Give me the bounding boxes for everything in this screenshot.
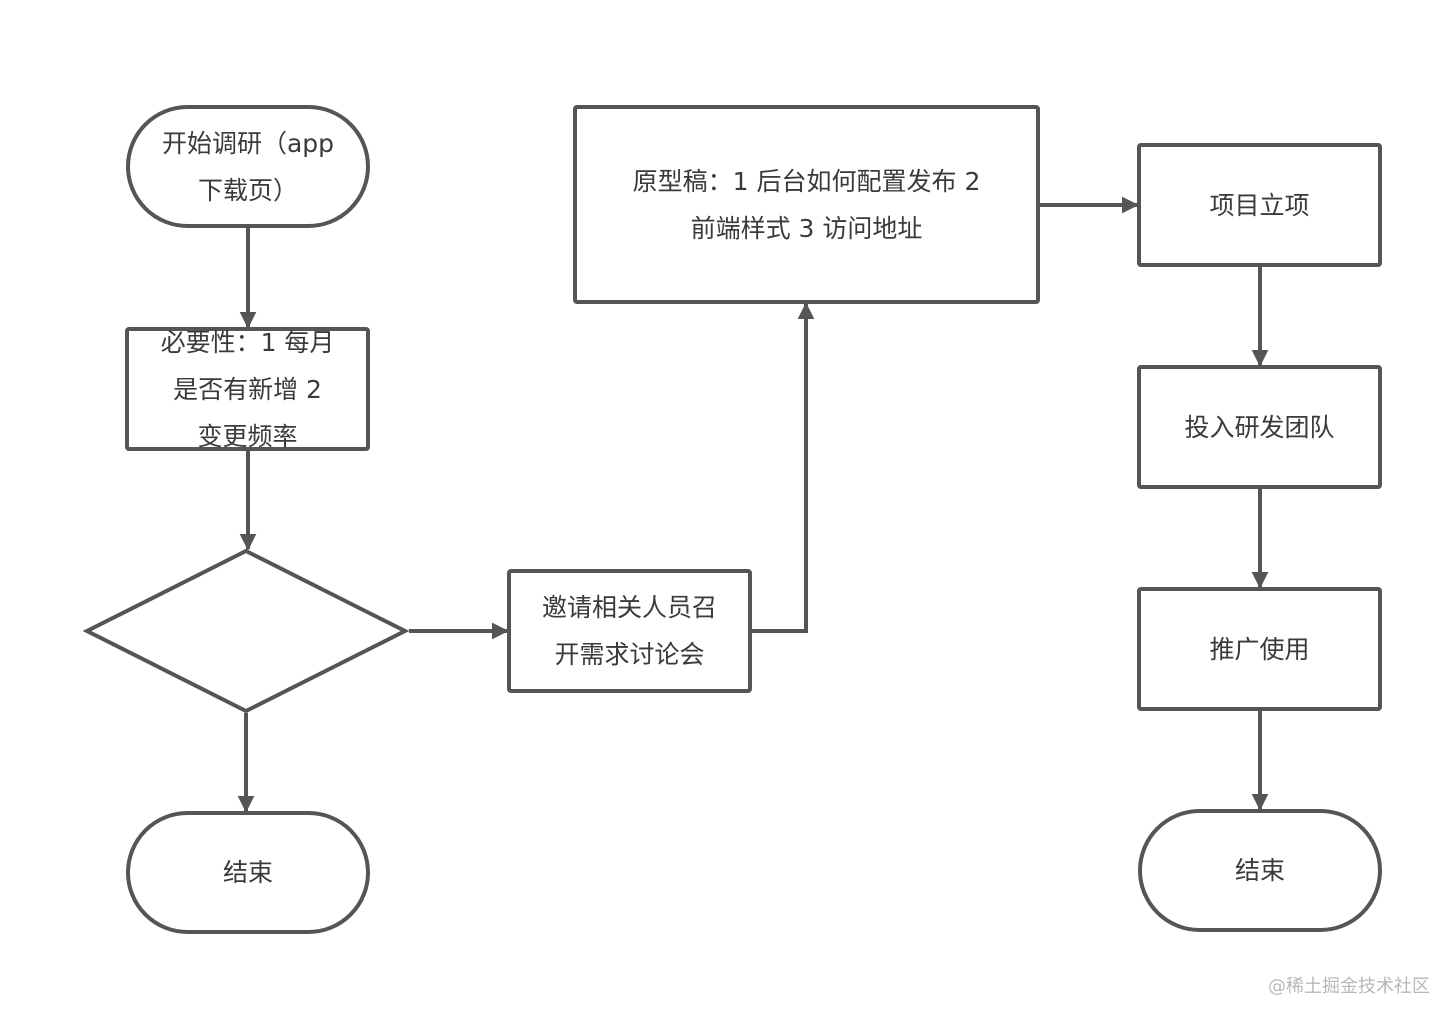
node-meeting-process[interactable] — [507, 569, 752, 693]
necessity-label: 必要性：1 每月 是否有新增 2 变更频率 — [160, 327, 335, 451]
node-prototype-process[interactable] — [573, 105, 1040, 304]
edge-meeting-to-prototype — [752, 302, 815, 633]
watermark: @稀土掘金技术社区 — [1268, 976, 1430, 997]
project-setup-label: 项目立项 — [1209, 190, 1310, 220]
end-left-label: 结束 — [222, 858, 273, 887]
prototype-label: 原型稿：1 后台如何配置发布 2 前端样式 3 访问地址 — [632, 166, 981, 243]
promote-label: 推广使用 — [1209, 634, 1310, 664]
start-label: 开始调研（app 下载页） — [161, 128, 335, 205]
node-start-terminator[interactable] — [126, 105, 370, 228]
node-necessity-process[interactable] — [125, 327, 370, 451]
end-right-label: 结束 — [1234, 856, 1285, 885]
node-decision-diamond[interactable] — [82, 548, 410, 714]
meeting-label: 邀请相关人员召 开需求讨论会 — [541, 593, 717, 669]
node-promote-process[interactable] — [1137, 587, 1382, 711]
node-end-right-terminator[interactable] — [1138, 809, 1382, 932]
node-dev-team-process[interactable] — [1137, 365, 1382, 489]
node-project-setup-process[interactable] — [1137, 143, 1382, 267]
node-end-left-terminator[interactable] — [126, 811, 370, 934]
dev-team-label: 投入研发团队 — [1184, 412, 1335, 442]
